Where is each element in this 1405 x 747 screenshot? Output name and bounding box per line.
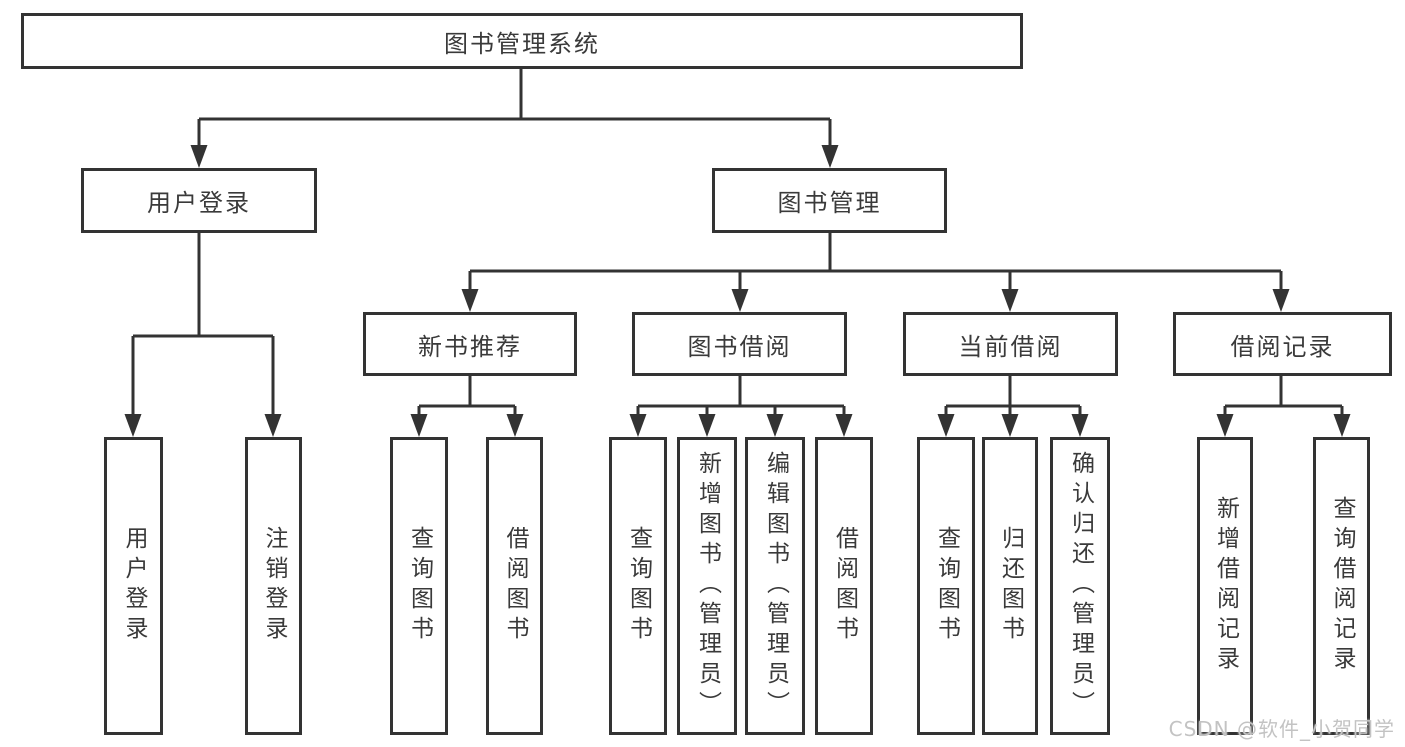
leaf-confirm-return-admin: 确认归还（管理员）: [1050, 437, 1110, 735]
node-book-management: 图书管理: [712, 168, 947, 233]
leaf-add-book-admin: 新增图书（管理员）: [677, 437, 737, 735]
node-label: 确认归还（管理员）: [1067, 451, 1094, 721]
csdn-watermark: CSDN @软件_小贺同学: [1168, 717, 1395, 741]
node-label: 图书管理: [777, 189, 882, 217]
node-label: 查询图书: [406, 526, 433, 646]
leaf-return-book: 归还图书: [982, 437, 1038, 735]
node-label: 用户登录: [121, 526, 147, 646]
leaf-query-books-current: 查询图书: [917, 437, 975, 735]
node-label: 查询借阅记录: [1329, 496, 1355, 676]
node-label: 新书推荐: [418, 332, 522, 361]
node-borrowing-records: 借阅记录: [1173, 312, 1392, 376]
leaf-query-borrow-record: 查询借阅记录: [1313, 437, 1370, 735]
node-label: 注销登录: [261, 526, 287, 646]
node-root-system: 图书管理系统: [21, 13, 1023, 69]
node-label: 查询图书: [933, 526, 960, 646]
leaf-query-books-borrowing: 查询图书: [609, 437, 667, 735]
leaf-user-login: 用户登录: [104, 437, 163, 735]
node-label: 借阅记录: [1230, 332, 1335, 361]
leaf-edit-book-admin: 编辑图书（管理员）: [745, 437, 805, 735]
node-label: 编辑图书（管理员）: [762, 451, 789, 721]
node-book-borrowing: 图书借阅: [632, 312, 847, 376]
node-user-login: 用户登录: [81, 168, 317, 233]
node-label: 借阅图书: [502, 526, 528, 646]
node-label: 新增借阅记录: [1212, 496, 1239, 676]
node-label: 当前借阅: [958, 332, 1063, 361]
node-label: 图书管理系统: [444, 29, 600, 58]
leaf-logout: 注销登录: [245, 437, 302, 735]
node-label: 借阅图书: [831, 526, 858, 646]
leaf-add-borrow-record: 新增借阅记录: [1197, 437, 1253, 735]
node-label: 图书借阅: [687, 332, 792, 361]
leaf-borrow-books-borrowing: 借阅图书: [815, 437, 873, 735]
arrowhead-icons: [124, 145, 1351, 437]
node-label: 用户登录: [147, 189, 251, 217]
leaf-query-books-recommend: 查询图书: [390, 437, 448, 735]
node-label: 归还图书: [997, 526, 1024, 646]
node-current-borrowing: 当前借阅: [903, 312, 1118, 376]
node-label: 查询图书: [625, 526, 652, 646]
node-label: 新增图书（管理员）: [694, 451, 721, 721]
node-new-book-recommend: 新书推荐: [363, 312, 577, 376]
leaf-borrow-books-recommend: 借阅图书: [486, 437, 543, 735]
